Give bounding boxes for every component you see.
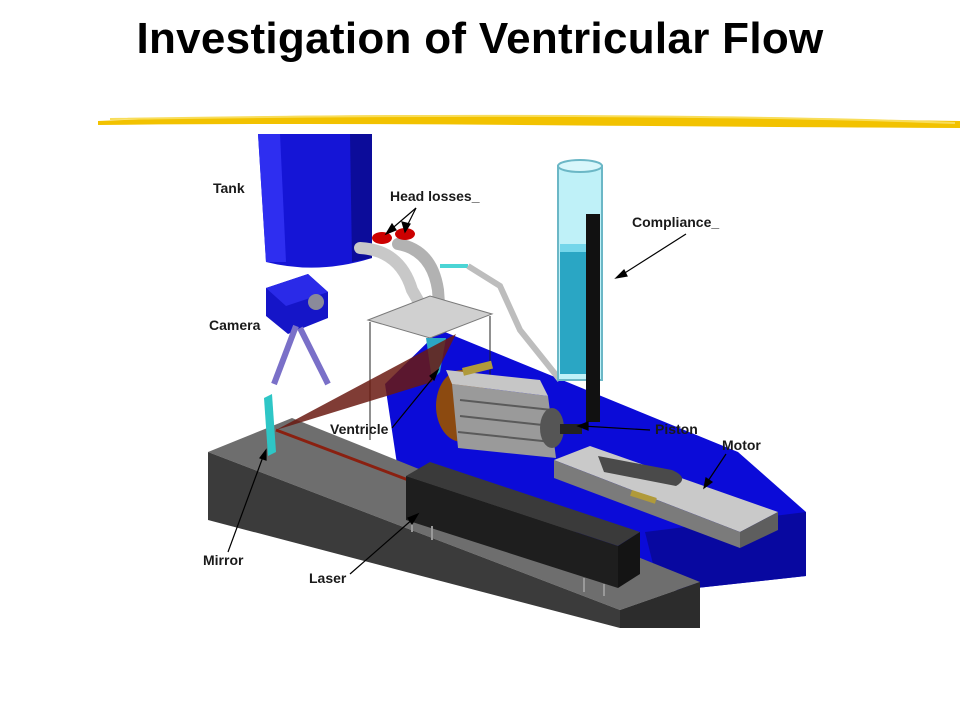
label-ventricle: Ventricle xyxy=(330,421,388,437)
label-compliance: Compliance_ xyxy=(632,214,719,230)
label-camera: Camera xyxy=(209,317,260,333)
label-tank: Tank xyxy=(213,180,245,196)
label-motor: Motor xyxy=(722,437,761,453)
label-laser: Laser xyxy=(309,570,346,586)
label-head-losses: Head losses_ xyxy=(390,188,480,204)
label-mirror: Mirror xyxy=(203,552,243,568)
camera xyxy=(266,274,328,384)
label-piston: Piston xyxy=(655,421,698,437)
